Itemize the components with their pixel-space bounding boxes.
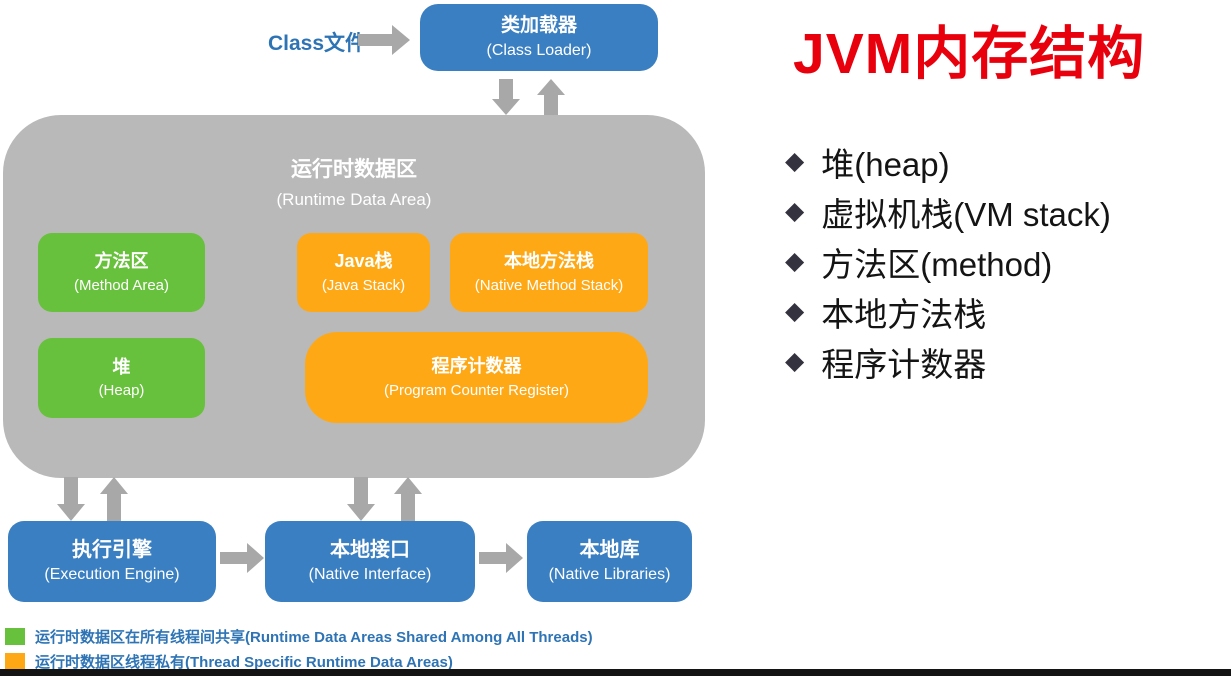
bullet-method-area: 方法区(method) xyxy=(821,245,1053,283)
method-area-box: 方法区 (Method Area) xyxy=(38,233,205,312)
diamond-bullet-icon: ◆ xyxy=(785,347,805,375)
list-item: ◆ 堆(heap) xyxy=(785,143,1111,183)
program-counter-label-en: (Program Counter Register) xyxy=(383,381,570,399)
list-item: ◆ 程序计数器 xyxy=(785,343,1111,383)
runtime-data-area-label-zh: 运行时数据区 xyxy=(291,158,417,181)
arrow-up-engine-to-runtime-icon xyxy=(100,477,128,521)
arrow-down-runtime-to-engine-icon xyxy=(57,477,85,521)
arrow-native-interface-to-libraries-icon xyxy=(479,543,523,573)
program-counter-label-zh: 程序计数器 xyxy=(431,356,522,377)
diamond-bullet-icon: ◆ xyxy=(785,197,805,225)
diamond-bullet-icon: ◆ xyxy=(785,297,805,325)
native-interface-label-zh: 本地接口 xyxy=(330,539,410,562)
runtime-data-area-container: 运行时数据区 (Runtime Data Area) 方法区 (Method A… xyxy=(3,115,705,478)
bullet-native-method-stack: 本地方法栈 xyxy=(821,295,987,333)
native-interface-label-en: (Native Interface) xyxy=(308,566,432,584)
legend-shared-text: 运行时数据区在所有线程间共享(Runtime Data Areas Shared… xyxy=(35,629,593,646)
list-item: ◆ 本地方法栈 xyxy=(785,293,1111,333)
diamond-bullet-icon: ◆ xyxy=(785,147,805,175)
arrow-classfile-to-classloader-icon xyxy=(358,25,410,55)
arrow-down-runtime-to-native-interface-icon xyxy=(347,477,375,521)
heap-label-zh: 堆 xyxy=(112,356,131,377)
method-area-label-zh: 方法区 xyxy=(94,251,149,272)
bullet-heap: 堆(heap) xyxy=(821,145,950,183)
class-loader-label-zh: 类加载器 xyxy=(500,15,577,36)
legend-orange-swatch xyxy=(5,653,25,670)
class-file-label: Class文件 xyxy=(268,32,367,55)
execution-engine-label-en: (Execution Engine) xyxy=(44,566,180,584)
native-method-stack-box: 本地方法栈 (Native Method Stack) xyxy=(450,233,648,312)
native-libraries-box: 本地库 (Native Libraries) xyxy=(527,521,692,602)
program-counter-box: 程序计数器 (Program Counter Register) xyxy=(305,332,648,423)
bullet-program-counter: 程序计数器 xyxy=(821,345,987,383)
arrow-engine-to-native-interface-icon xyxy=(220,543,264,573)
class-loader-label-en: (Class Loader) xyxy=(486,41,592,59)
diamond-bullet-icon: ◆ xyxy=(785,247,805,275)
arrow-down-classloader-to-runtime-icon xyxy=(492,79,520,115)
native-libraries-label-en: (Native Libraries) xyxy=(548,566,671,584)
method-area-label-en: (Method Area) xyxy=(73,276,170,294)
arrow-up-runtime-to-classloader-icon xyxy=(537,79,565,115)
legend-green-swatch xyxy=(5,628,25,645)
class-loader-box: 类加载器 (Class Loader) xyxy=(420,4,658,71)
heap-box: 堆 (Heap) xyxy=(38,338,205,418)
page-title: JVM内存结构 xyxy=(793,22,1146,86)
list-item: ◆ 方法区(method) xyxy=(785,243,1111,283)
bullet-vm-stack: 虚拟机栈(VM stack) xyxy=(821,195,1111,233)
java-stack-box: Java栈 (Java Stack) xyxy=(297,233,430,312)
native-interface-box: 本地接口 (Native Interface) xyxy=(265,521,475,602)
list-item: ◆ 虚拟机栈(VM stack) xyxy=(785,193,1111,233)
jvm-memory-bullet-list: ◆ 堆(heap) ◆ 虚拟机栈(VM stack) ◆ 方法区(method)… xyxy=(785,143,1111,383)
execution-engine-label-zh: 执行引擎 xyxy=(72,539,152,562)
native-libraries-label-zh: 本地库 xyxy=(579,539,640,562)
heap-label-en: (Heap) xyxy=(98,382,145,400)
legend-private-row: 运行时数据区线程私有(Thread Specific Runtime Data … xyxy=(5,651,453,672)
java-stack-label-en: (Java Stack) xyxy=(321,276,406,294)
runtime-data-area-title: 运行时数据区 (Runtime Data Area) xyxy=(3,153,705,210)
video-player-bottom-edge xyxy=(0,669,1231,676)
java-stack-label-zh: Java栈 xyxy=(334,251,393,272)
native-method-stack-label-zh: 本地方法栈 xyxy=(504,251,594,272)
execution-engine-box: 执行引擎 (Execution Engine) xyxy=(8,521,216,602)
runtime-data-area-label-en: (Runtime Data Area) xyxy=(276,190,432,209)
arrow-up-native-interface-to-runtime-icon xyxy=(394,477,422,521)
legend-private-text: 运行时数据区线程私有(Thread Specific Runtime Data … xyxy=(35,654,453,671)
native-method-stack-label-en: (Native Method Stack) xyxy=(474,276,624,294)
legend-shared-row: 运行时数据区在所有线程间共享(Runtime Data Areas Shared… xyxy=(5,626,593,647)
